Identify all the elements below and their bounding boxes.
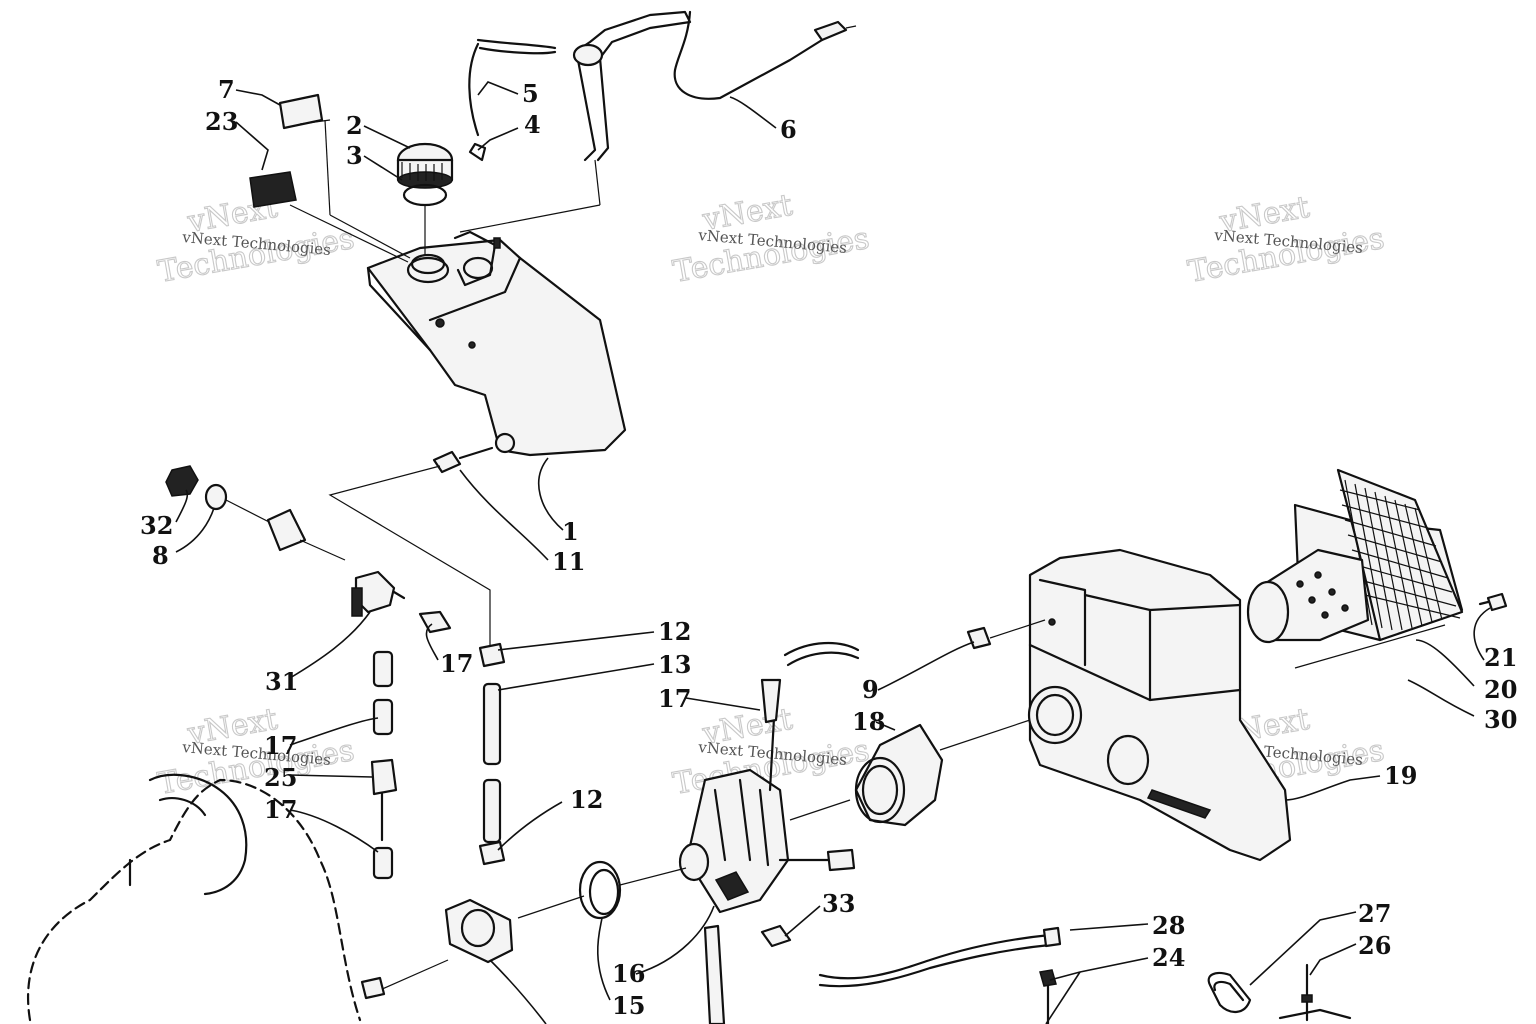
callout-20: 20 bbox=[1484, 675, 1517, 704]
callout-32: 32 bbox=[140, 511, 173, 540]
callout-25: 25 bbox=[264, 763, 297, 792]
callout-28: 28 bbox=[1152, 911, 1185, 940]
breather-hoses bbox=[459, 10, 857, 233]
callout-12-lower: 12 bbox=[570, 785, 603, 814]
callout-6: 6 bbox=[780, 115, 797, 144]
callout-17-carb: 17 bbox=[658, 684, 691, 713]
tank-cap bbox=[396, 142, 454, 255]
lower-hoses bbox=[703, 924, 1352, 1024]
intake-boot bbox=[854, 719, 1031, 827]
screw-21 bbox=[1478, 592, 1508, 612]
callout-21: 21 bbox=[1484, 643, 1517, 672]
outlet-fitting bbox=[328, 446, 494, 648]
mount-hardware bbox=[165, 465, 346, 561]
decal-parts bbox=[249, 93, 411, 263]
callout-8: 8 bbox=[152, 541, 169, 570]
callout-18: 18 bbox=[852, 707, 885, 736]
callout-3: 3 bbox=[346, 141, 363, 170]
engine-outline bbox=[27, 773, 362, 1022]
callout-1: 1 bbox=[562, 517, 579, 546]
fuel-valve bbox=[351, 570, 452, 880]
oil-tank bbox=[366, 230, 627, 457]
callout-4: 4 bbox=[524, 110, 541, 139]
callout-13: 13 bbox=[658, 650, 691, 679]
carburetor bbox=[678, 641, 860, 914]
watermark-top-right: vNext Technologies vNext Technologies bbox=[1185, 189, 1388, 290]
callout-11: 11 bbox=[552, 547, 585, 576]
callout-16: 16 bbox=[612, 959, 645, 988]
callout-27: 27 bbox=[1358, 899, 1391, 928]
callout-17-line-a: 17 bbox=[264, 731, 297, 760]
intake-screen bbox=[1246, 468, 1464, 669]
air-silencer bbox=[1027, 548, 1292, 862]
callout-33: 33 bbox=[822, 889, 855, 918]
callout-15: 15 bbox=[612, 991, 645, 1020]
callout-17-valve: 17 bbox=[440, 649, 473, 678]
fuel-line-13 bbox=[478, 642, 506, 866]
callout-30: 30 bbox=[1484, 705, 1517, 734]
callout-2: 2 bbox=[346, 111, 363, 140]
leader-lines bbox=[175, 81, 1491, 1024]
callout-5: 5 bbox=[522, 79, 539, 108]
watermark-bottom-left: vNext Technologies vNext Technologies bbox=[155, 701, 358, 802]
callout-23: 23 bbox=[205, 107, 238, 136]
callout-17-line-b: 17 bbox=[264, 795, 297, 824]
callout-9: 9 bbox=[862, 675, 879, 704]
callout-12-upper: 12 bbox=[658, 617, 691, 646]
callout-19: 19 bbox=[1384, 761, 1417, 790]
callout-24: 24 bbox=[1152, 943, 1185, 972]
callout-26: 26 bbox=[1358, 931, 1391, 960]
callout-7: 7 bbox=[218, 75, 235, 104]
intake-flange bbox=[360, 860, 687, 1000]
watermark-top-center: vNext Technologies vNext Technologies bbox=[670, 187, 873, 290]
callout-labels: 7 23 2 3 5 4 6 1 11 32 8 31 17 12 13 17 … bbox=[140, 75, 1517, 1020]
callout-31: 31 bbox=[265, 667, 298, 696]
